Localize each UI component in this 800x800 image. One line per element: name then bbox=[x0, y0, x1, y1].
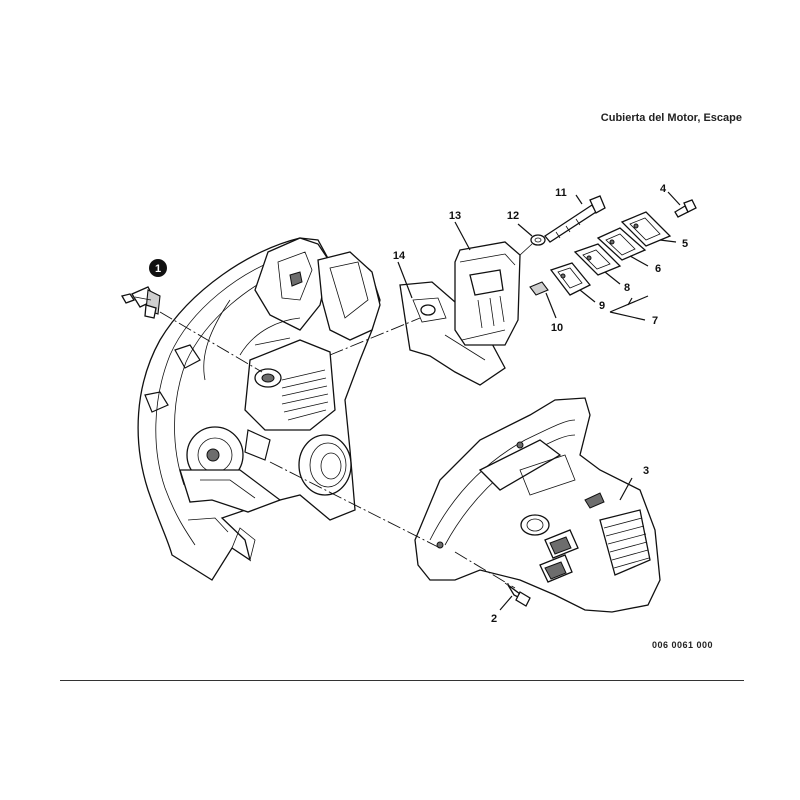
cylinder-fins bbox=[281, 369, 329, 421]
callout-3: 3 bbox=[643, 465, 649, 477]
leader-dash-gasket bbox=[329, 317, 421, 356]
leader-14 bbox=[397, 261, 413, 299]
heat-shield-gasket bbox=[399, 281, 506, 386]
exhaust-plate-6 bbox=[596, 227, 647, 261]
long-bolt bbox=[544, 195, 606, 243]
callout-7: 7 bbox=[652, 315, 658, 327]
engine-housing bbox=[137, 237, 381, 581]
callout-11: 11 bbox=[555, 187, 567, 199]
muffler bbox=[454, 241, 521, 346]
callout-4: 4 bbox=[660, 183, 667, 195]
leader-washer-muffler bbox=[519, 243, 533, 256]
exhaust-plate-8 bbox=[573, 243, 622, 276]
leader-5 bbox=[659, 239, 677, 243]
small-screw bbox=[674, 199, 697, 218]
callout-14: 14 bbox=[393, 250, 406, 262]
leader-3 bbox=[619, 477, 633, 501]
leader-13 bbox=[454, 221, 471, 251]
leader-11 bbox=[575, 194, 583, 205]
svg-text:1: 1 bbox=[155, 263, 161, 275]
callout-1: 1 bbox=[149, 259, 167, 277]
callout-10: 10 bbox=[551, 322, 563, 334]
cover-bolt bbox=[504, 582, 531, 607]
leader-dash-plug bbox=[159, 311, 263, 373]
callout-9: 9 bbox=[599, 300, 605, 312]
callout-5: 5 bbox=[682, 238, 688, 250]
small-gasket bbox=[529, 281, 549, 296]
leader-2 bbox=[499, 595, 513, 611]
leader-10 bbox=[545, 292, 557, 319]
callout-12: 12 bbox=[507, 210, 519, 222]
leader-dash-cover bbox=[269, 461, 441, 549]
document-number: 006 0061 000 bbox=[652, 640, 714, 650]
leader-8 bbox=[604, 271, 621, 285]
spark-plug bbox=[121, 286, 161, 319]
leader-6 bbox=[629, 255, 649, 267]
callout-8: 8 bbox=[624, 282, 630, 294]
callout-2: 2 bbox=[491, 613, 497, 625]
vent-grille bbox=[603, 517, 650, 569]
leader-7-bracket bbox=[609, 295, 649, 321]
leader-4 bbox=[667, 191, 681, 206]
leader-dash-bolt bbox=[454, 551, 516, 589]
page-title: Cubierta del Motor, Escape bbox=[600, 112, 742, 124]
leader-12 bbox=[517, 223, 533, 237]
callout-6: 6 bbox=[655, 263, 661, 275]
exhaust-plate-5 bbox=[620, 211, 672, 247]
engine-cover bbox=[414, 397, 661, 613]
footer-divider bbox=[60, 680, 744, 681]
washer bbox=[530, 234, 546, 246]
leader-9 bbox=[579, 289, 596, 303]
callout-13: 13 bbox=[449, 210, 461, 222]
exhaust-plate-9 bbox=[549, 262, 592, 296]
